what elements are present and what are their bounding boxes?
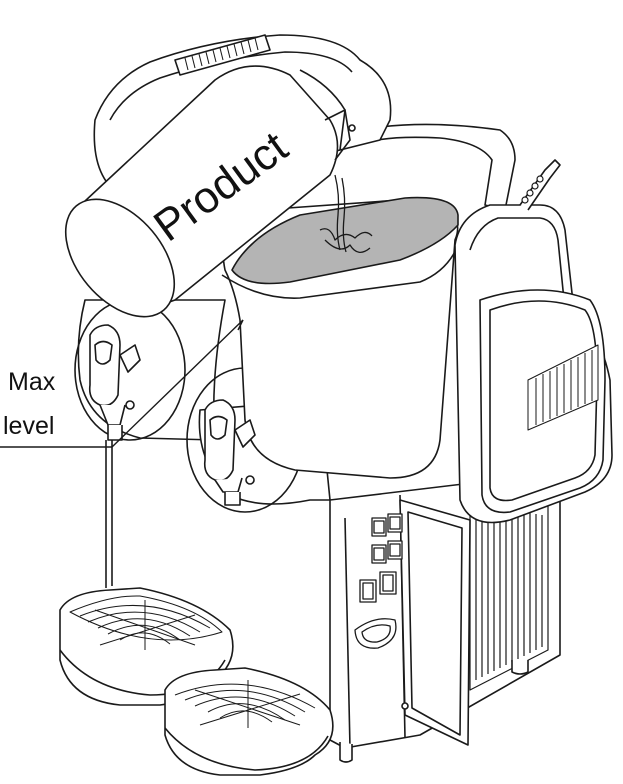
product-jug [64, 65, 351, 318]
side-vent-grille [469, 489, 549, 691]
drip-tray-right [164, 667, 334, 776]
max-level-leader [0, 319, 244, 448]
control-switches [354, 513, 403, 649]
product-tank [221, 196, 461, 479]
cabinet-feet [339, 660, 529, 763]
right-side-cover [454, 159, 613, 524]
tap-left [88, 324, 141, 441]
open-side-panel [399, 499, 471, 746]
max-level-label-line1: Max [8, 368, 56, 396]
pouring-stream [319, 174, 373, 253]
tap-right [203, 399, 256, 506]
tank-rim [371, 123, 516, 211]
max-level-label-line2: level [3, 412, 55, 440]
